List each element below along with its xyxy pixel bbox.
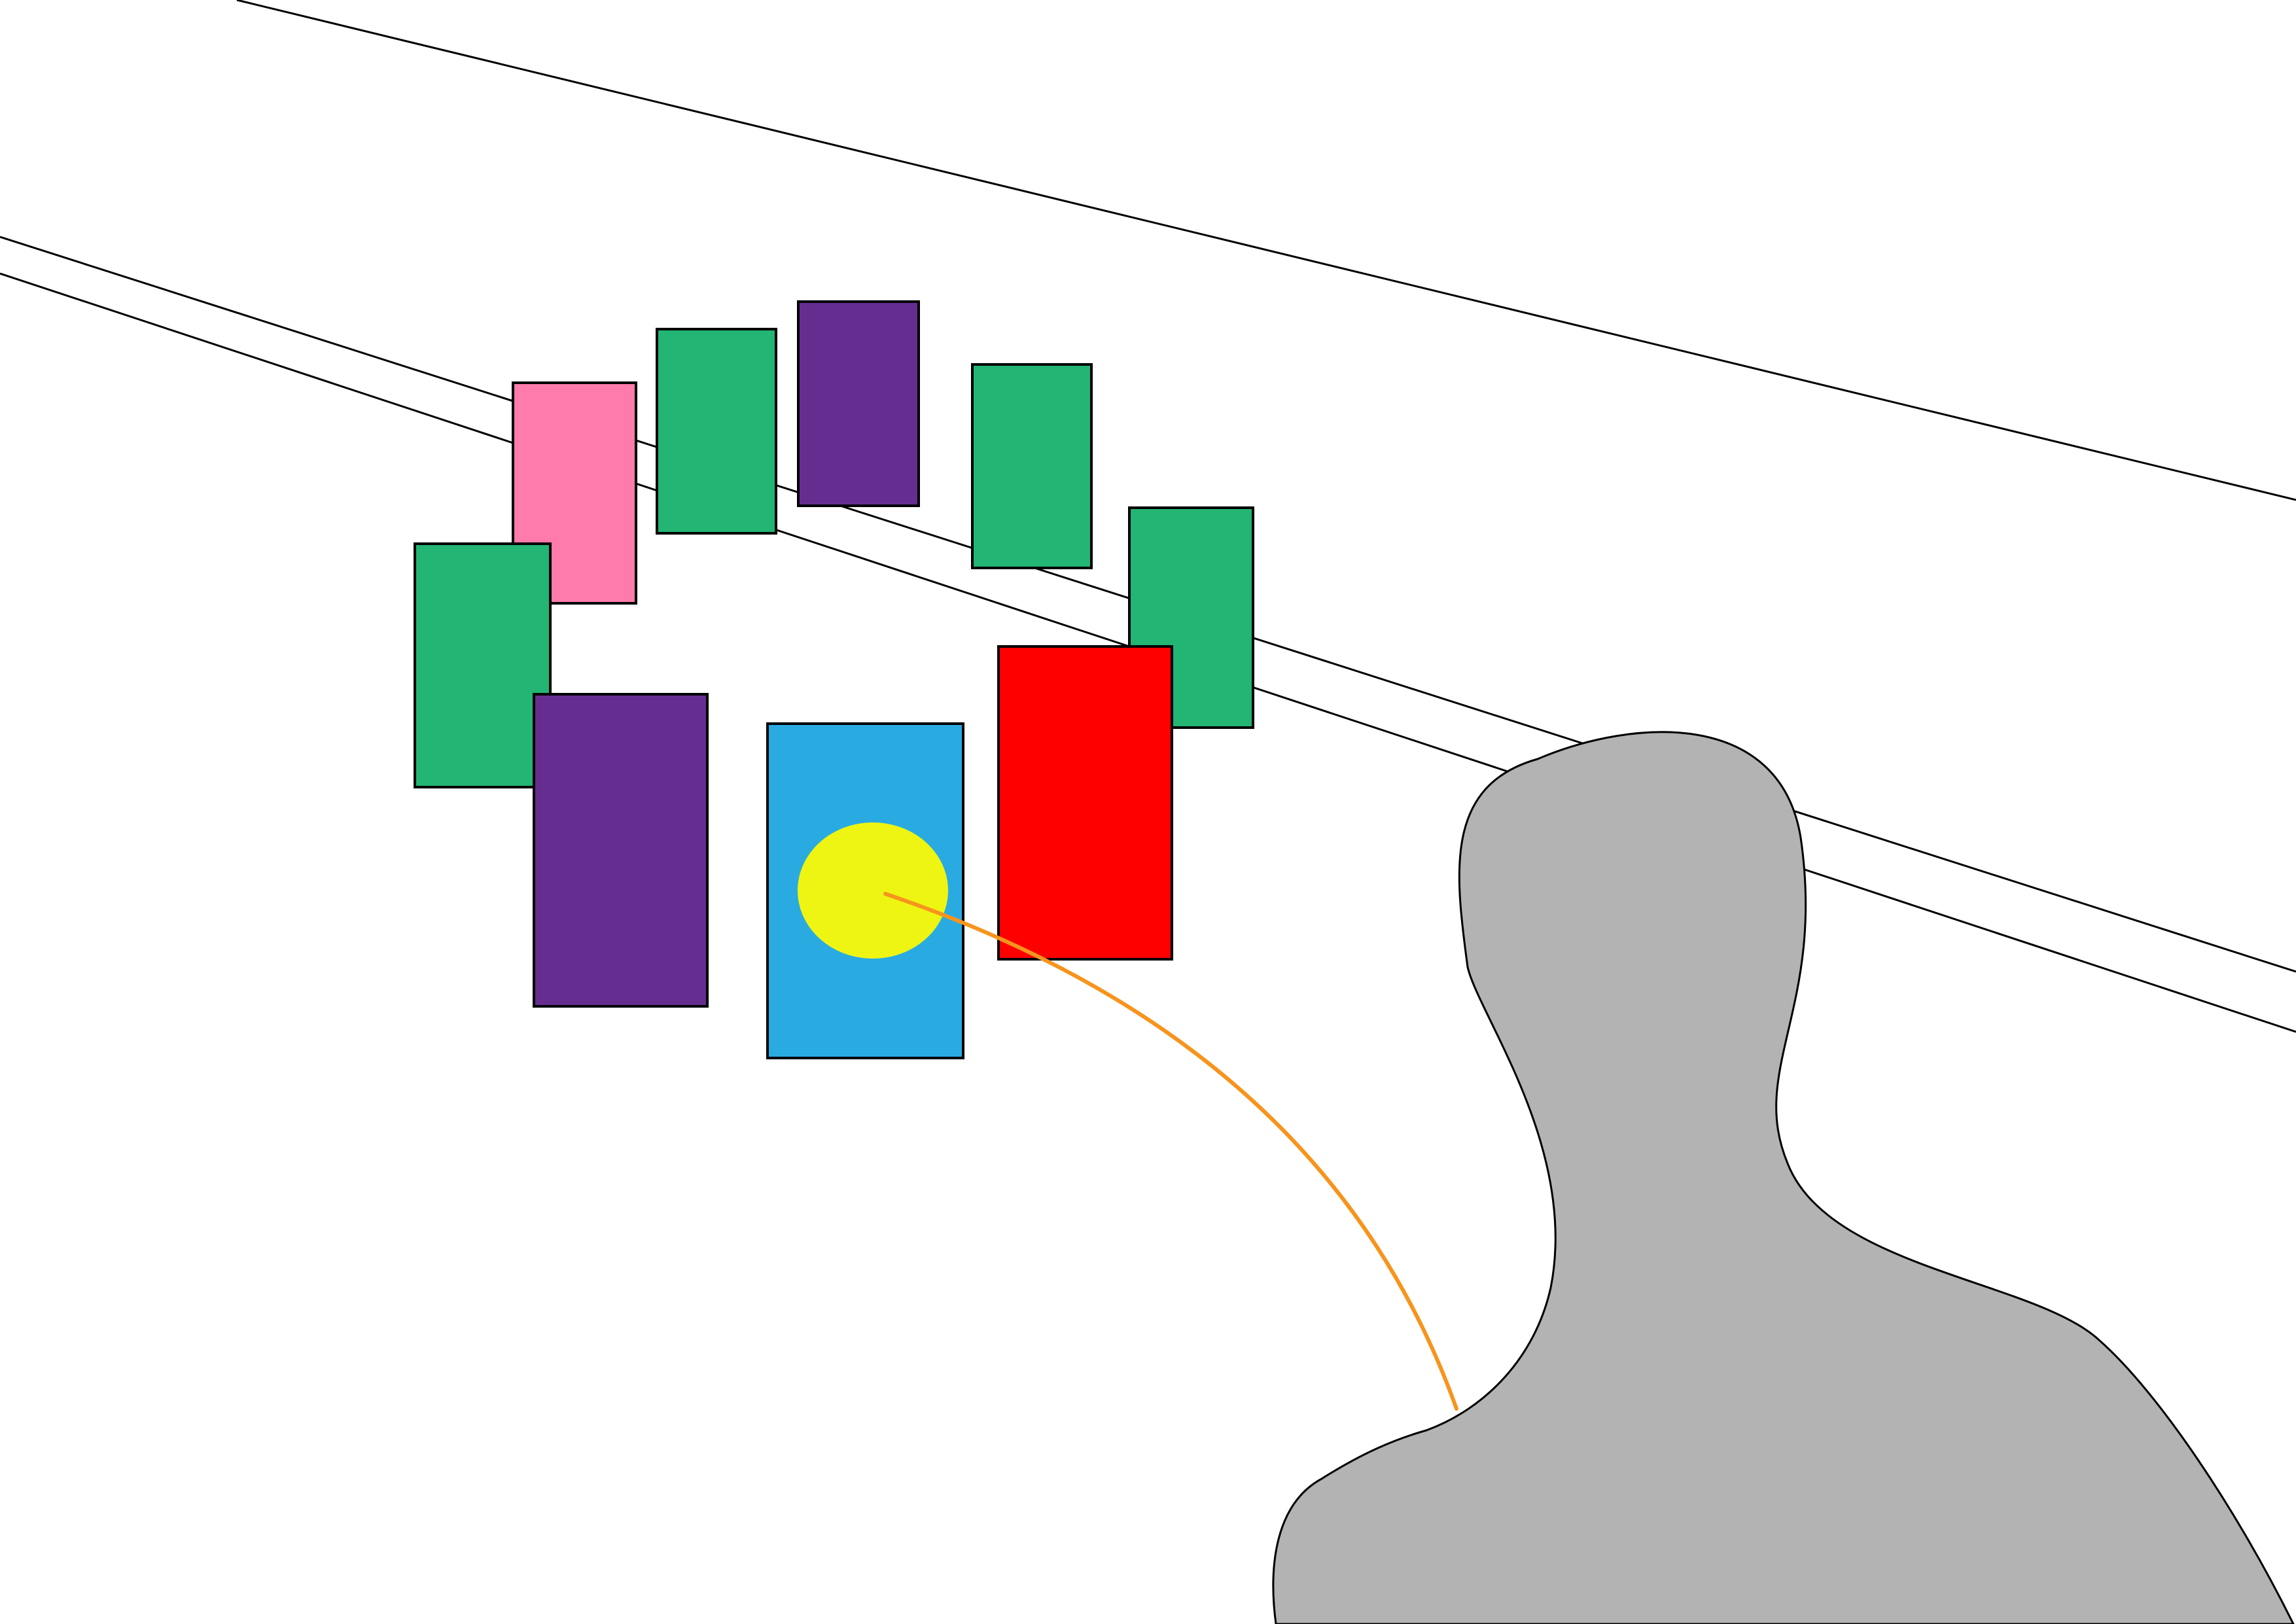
person-silhouette: [1272, 731, 2295, 1624]
card-red: [997, 645, 1173, 961]
card-purple-top: [797, 300, 920, 507]
target-dot: [798, 822, 948, 959]
pointer-arc: [883, 892, 1458, 1411]
card-green-1: [414, 542, 552, 788]
card-green-4: [971, 363, 1093, 569]
horizon-line: [236, 0, 2296, 501]
card-purple-large: [533, 693, 709, 1008]
card-green-2: [656, 328, 777, 535]
